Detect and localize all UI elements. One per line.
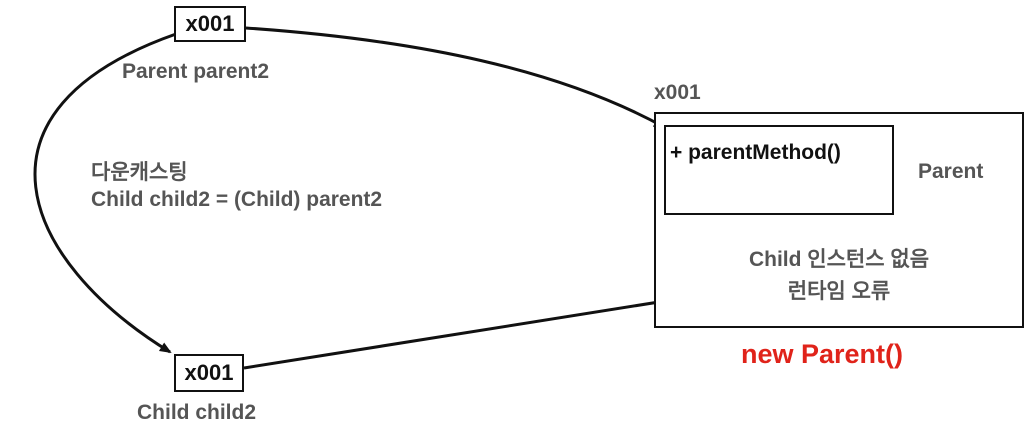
reference-arrow-parent [245, 26, 666, 129]
downcast-curve-arrow [33, 32, 177, 354]
parent-ref-address: x001 [185, 11, 235, 36]
child-ref-box: x001 [174, 354, 244, 392]
missing-instance-line2: 런타임 오류 [787, 280, 891, 303]
downcast-code: Child child2 = (Child) parent2 [91, 188, 383, 211]
parent-var-label: Parent parent2 [122, 60, 270, 83]
constructor-label: new Parent() [741, 339, 904, 369]
child-ref-address: x001 [184, 360, 234, 385]
reference-arrow-child [243, 287, 730, 370]
missing-instance-line1: Child 인스턴스 없음 [748, 248, 930, 271]
parent-ref-box: x001 [174, 6, 246, 42]
child-var-label: Child child2 [137, 401, 257, 424]
parent-method-label: + parentMethod() [670, 141, 841, 164]
downcast-title: 다운캐스팅 [91, 161, 188, 184]
instance-class-name: Parent [918, 160, 984, 183]
instance-address: x001 [654, 81, 701, 104]
parent-method-box: + parentMethod() [664, 125, 894, 215]
